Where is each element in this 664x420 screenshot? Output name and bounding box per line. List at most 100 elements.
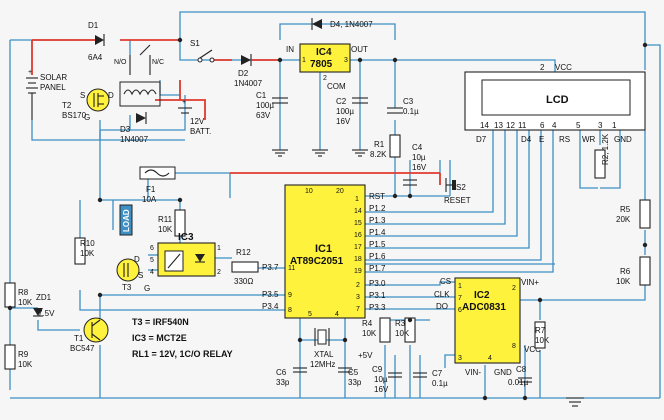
r9-name: R9	[18, 350, 29, 359]
ic2-part: ADC0831	[462, 302, 506, 313]
d2-value: 1N4007	[234, 79, 263, 88]
ic2-vin-plus: VIN+	[521, 278, 539, 287]
ic1-pin20: 20	[336, 188, 344, 195]
d2-name: D2	[238, 69, 249, 78]
battery-label-1: 12V	[190, 117, 205, 126]
lcd-pin-12: 12	[506, 121, 515, 130]
lcd-pin-5: 5	[576, 121, 581, 130]
t2-g-label: G	[84, 113, 90, 122]
lcd-pin-14: 14	[480, 121, 489, 130]
ic1-pin7: 7	[356, 306, 360, 313]
ic1-p12: P1.2	[369, 204, 386, 213]
r8-resistor	[4, 282, 16, 308]
ic1-name: IC1	[315, 243, 332, 255]
c1-capacitor-icon	[272, 97, 288, 104]
ic2-pin2: 2	[512, 285, 516, 292]
c6-capacitor-icon	[293, 367, 307, 373]
lcd-gnd-label: GND	[614, 135, 632, 144]
c4-voltage: 16V	[412, 163, 427, 172]
ic1-p31: P3.1	[369, 291, 386, 300]
c2-value: 100µ	[336, 107, 354, 116]
c8-value: 0.01µ	[508, 378, 529, 387]
d2-diode-icon	[241, 54, 252, 66]
c2-name: C2	[336, 97, 347, 106]
c5-capacitor-icon	[338, 367, 352, 373]
battery-plus: +	[182, 99, 186, 106]
ic3-name: IC3	[178, 232, 194, 243]
ic1-pin19: 19	[354, 268, 362, 275]
t3-s-label: S	[138, 271, 143, 280]
wires	[9, 11, 661, 399]
note-ic3: IC3 = MCT2E	[132, 333, 187, 343]
r10-resistor	[74, 237, 86, 265]
ic2-pin3: 3	[458, 355, 462, 362]
ic2-vin-minus: VIN-	[465, 368, 481, 377]
c3-name: C3	[403, 97, 414, 106]
ic1-pin4: 4	[335, 311, 339, 318]
ic1-pin15: 15	[354, 220, 362, 227]
load-block	[119, 204, 133, 236]
d3-diode-icon	[136, 112, 147, 124]
r7-name: R7	[535, 326, 546, 335]
f1-value: 10A	[142, 195, 157, 204]
r4-value: 10K	[362, 329, 377, 338]
ic1-pin10: 10	[305, 188, 313, 195]
r11-value: 10K	[158, 225, 173, 234]
ic4-regulator	[299, 43, 351, 73]
ic4-out-label: OUT	[351, 45, 368, 54]
ic2-name: IC2	[474, 290, 490, 301]
ic2-pin1: 1	[458, 283, 462, 290]
ic1-rst: RST	[369, 192, 385, 201]
f1-fuse-icon	[139, 166, 176, 180]
ic1-pin8: 8	[288, 307, 292, 314]
ic3-pin5: 5	[150, 257, 154, 264]
r8-name: R8	[18, 288, 29, 297]
ic1-p17: P1.7	[369, 264, 386, 273]
ic2-do: DO	[436, 302, 448, 311]
c9-value: 10µ	[374, 375, 388, 384]
r5-value: 20K	[616, 215, 631, 224]
r12-resistor	[231, 261, 259, 273]
red-wires	[31, 39, 441, 185]
lcd-pin-11: 11	[518, 121, 527, 130]
t3-name: T3	[122, 283, 132, 292]
d1-diode-icon	[95, 34, 105, 46]
crystal-icon	[314, 328, 330, 346]
ic4-part: 7805	[310, 59, 333, 70]
lcd-e-label: E	[539, 135, 544, 144]
ic1-pin5: 5	[308, 311, 312, 318]
ic3-pin6: 6	[150, 245, 154, 252]
t1-transistor-icon	[83, 317, 109, 343]
zd1-name: ZD1	[36, 293, 52, 302]
r1-resistor	[389, 134, 401, 158]
ic2-pin8: 8	[512, 343, 516, 350]
solar-panel-icon	[26, 77, 38, 120]
d4-diode-icon	[311, 18, 322, 30]
plus5v-label: +5V	[358, 351, 373, 360]
r9-value: 10K	[18, 360, 33, 369]
ic3-pin4: 4	[150, 269, 154, 276]
ic4-name: IC4	[316, 47, 332, 58]
c1-voltage: 63V	[256, 111, 271, 120]
ic1-pin1: 1	[355, 196, 359, 203]
ic1-p33: P3.3	[369, 303, 386, 312]
ic3-pin1: 1	[217, 245, 221, 252]
c9-capacitor-icon	[388, 372, 402, 378]
zd1-zener-icon	[33, 308, 43, 317]
ic4-pin1: 1	[302, 57, 306, 64]
c4-value: 10µ	[412, 153, 426, 162]
ground-icons	[272, 149, 584, 407]
r6-value: 10K	[616, 277, 631, 286]
r10-name: R10	[80, 239, 95, 248]
lcd-rs-label: RS	[559, 135, 570, 144]
ic2-pin6: 6	[458, 307, 462, 314]
r7-value: 10K	[535, 336, 550, 345]
s2-reset-switch-icon	[445, 178, 456, 192]
ic1-pin18: 18	[354, 256, 362, 263]
c1-name: C1	[256, 91, 267, 100]
battery-label-2: BATT.	[190, 127, 211, 136]
ic2-cs: CS	[440, 277, 451, 286]
r10-value: 10K	[80, 249, 95, 258]
lcd-title: LCD	[546, 94, 569, 106]
